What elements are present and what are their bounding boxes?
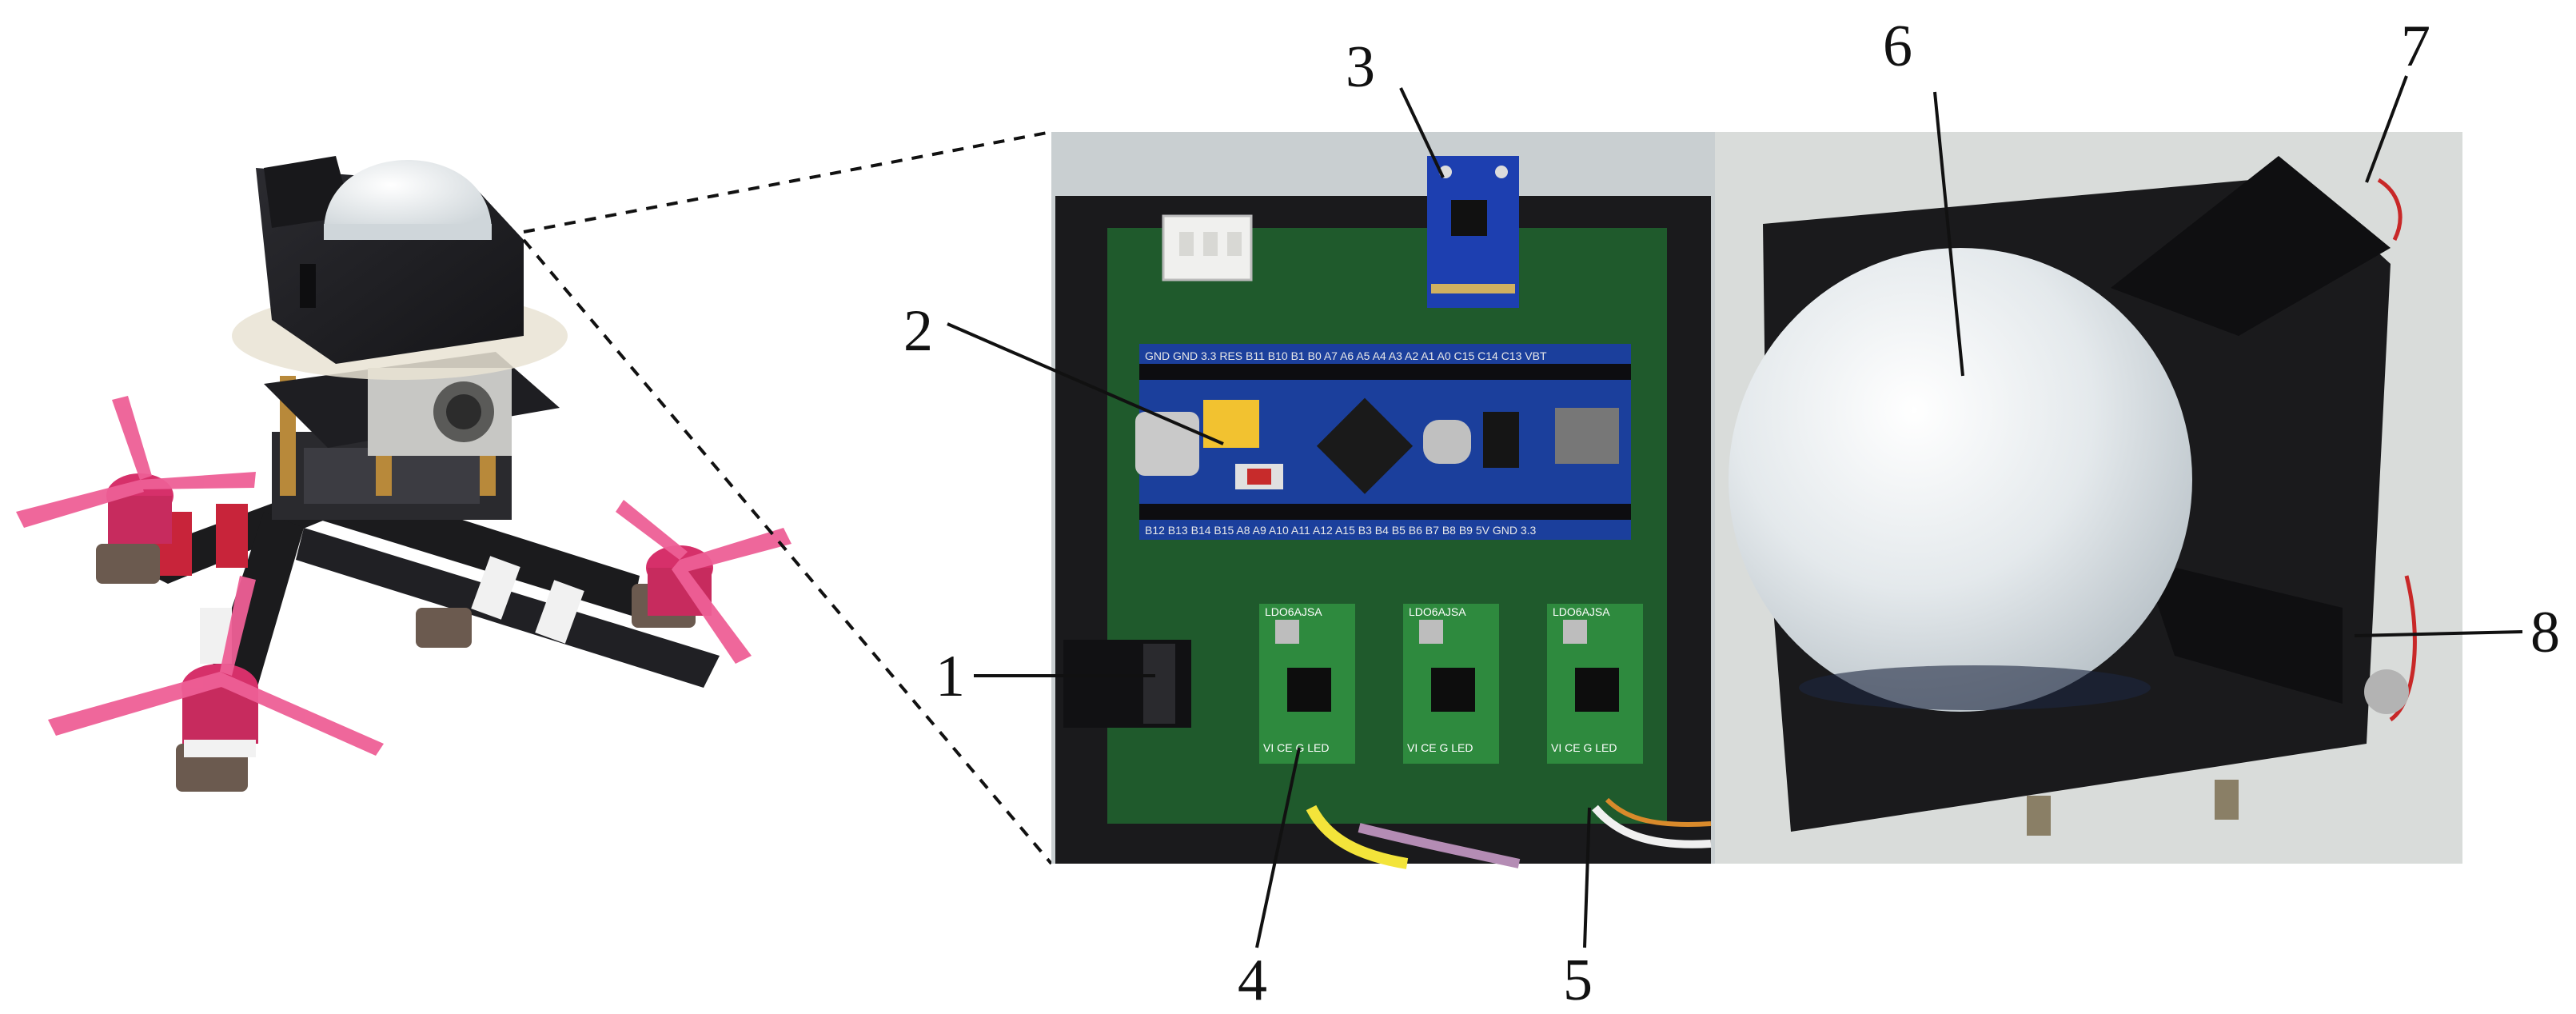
callout-3: 3 <box>1346 34 1445 178</box>
callout-4-label: 4 <box>1238 948 1267 1013</box>
wires <box>1306 797 1712 869</box>
dome-lens <box>1729 248 2192 712</box>
callout-7: 7 <box>2365 14 2430 183</box>
dome-photo <box>1715 132 2462 864</box>
callout-6-label: 6 <box>1883 14 1912 79</box>
callout-2-label: 2 <box>903 298 933 364</box>
callout-5-label: 5 <box>1563 948 1593 1013</box>
callout-1: 1 <box>935 644 1155 709</box>
pin-labels-top: GND GND 3.3 RES B11 B10 B1 B0 A7 A6 A5 A… <box>1145 349 1547 362</box>
callout-1-label: 1 <box>935 644 965 709</box>
callout-6: 6 <box>1883 14 1964 377</box>
driver-label-2: LDO6AJSA <box>1409 605 1466 618</box>
driver-pins-2: VI CE G LED <box>1407 741 1473 754</box>
callout-2: 2 <box>903 298 1224 445</box>
drone-photo <box>16 156 792 792</box>
pcb-photo: GND GND 3.3 RES B11 B10 B1 B0 A7 A6 A5 A… <box>1051 132 1715 869</box>
dc-jack <box>1063 640 1191 728</box>
callout-5: 5 <box>1563 807 1593 1013</box>
driver-label-1: LDO6AJSA <box>1265 605 1322 618</box>
driver-pins-3: VI CE G LED <box>1551 741 1617 754</box>
callout-8-label: 8 <box>2530 600 2560 665</box>
callout-4: 4 <box>1238 747 1301 1013</box>
driver-label-3: LDO6AJSA <box>1553 605 1610 618</box>
pin-labels-bottom: B12 B13 B14 B15 A8 A9 A10 A11 A12 A15 B3… <box>1145 524 1537 537</box>
drone-frame <box>120 480 720 720</box>
driver-pins-1: VI CE G LED <box>1263 741 1329 754</box>
callout-7-label: 7 <box>2401 14 2430 79</box>
sensor-module <box>1427 156 1519 308</box>
drone-propellers <box>16 396 792 756</box>
drone-dome <box>324 160 492 240</box>
callouts: 1 2 3 4 5 6 7 8 <box>903 14 2560 1013</box>
led-driver-modules: LDO6AJSA VI CE G LED LDO6AJSA VI CE G LE… <box>1259 604 1643 764</box>
mcu-board: GND GND 3.3 RES B11 B10 B1 B0 A7 A6 A5 A… <box>1135 344 1631 540</box>
callout-8: 8 <box>2354 600 2560 665</box>
callout-3-label: 3 <box>1346 34 1375 100</box>
zoom-indicator <box>522 130 1053 865</box>
